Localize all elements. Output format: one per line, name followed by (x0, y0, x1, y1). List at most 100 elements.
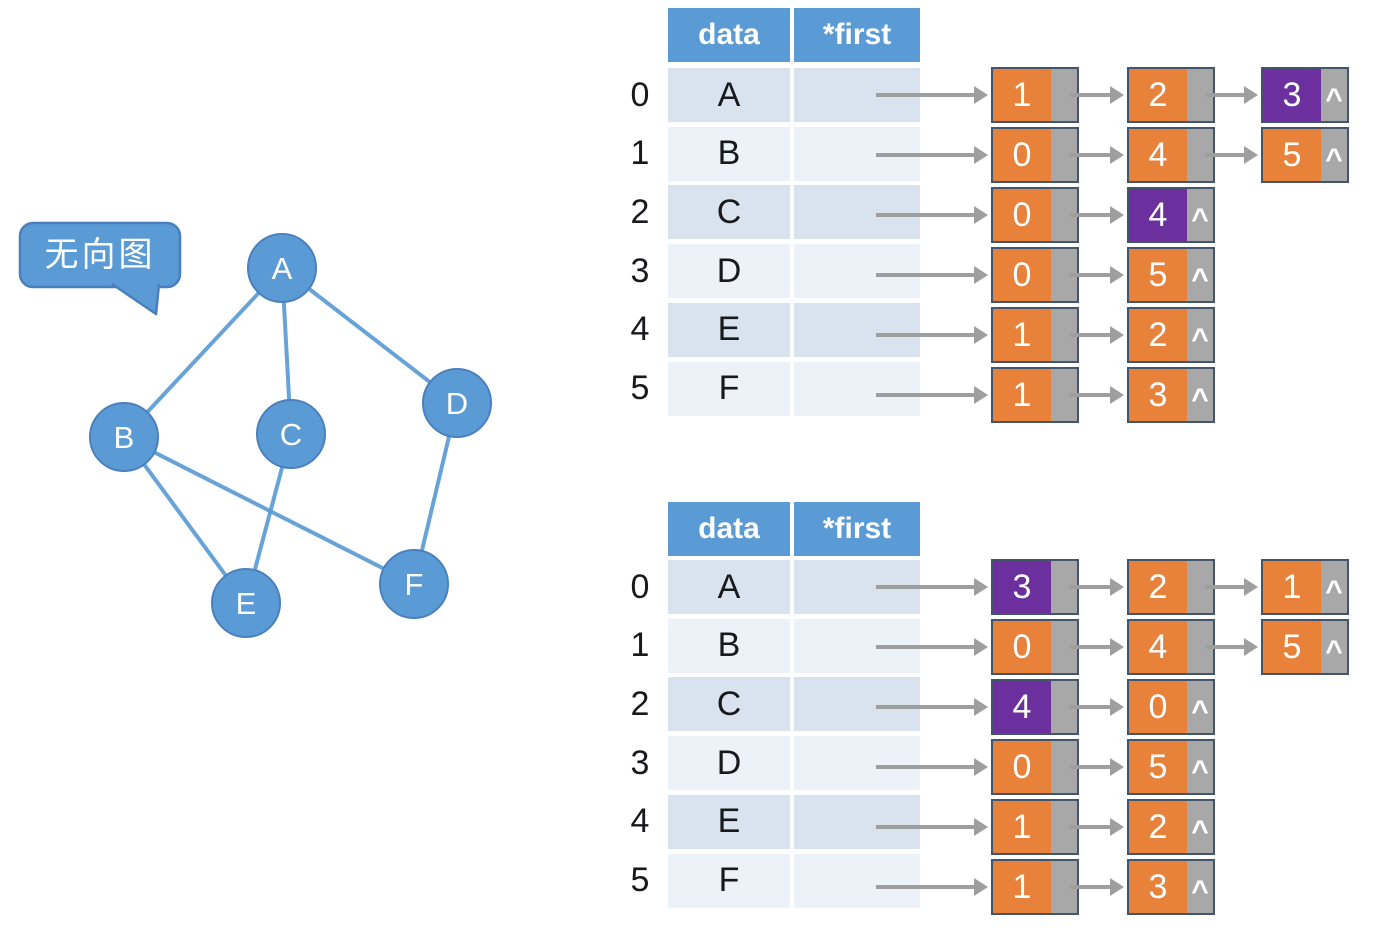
arrow-head-icon (1110, 638, 1124, 656)
column-header-first: *first (794, 8, 920, 62)
data-cell: B (668, 126, 790, 181)
node-value: 4 (993, 681, 1051, 733)
graph-node-c (256, 399, 326, 469)
arrow-line (1069, 765, 1113, 769)
arrow-line (876, 585, 977, 589)
row-index: 2 (630, 192, 650, 231)
data-cell: A (668, 68, 790, 122)
pointer-arrow (876, 698, 988, 716)
node-value: 1 (1263, 561, 1321, 613)
arrow-line (876, 273, 977, 277)
node-value: 0 (993, 621, 1051, 673)
data-cell: B (668, 618, 790, 673)
list-node: 3^ (1261, 67, 1349, 123)
null-pointer-marker: ^ (1191, 815, 1209, 848)
list-node: 1 (991, 799, 1079, 855)
arrow-line (1205, 93, 1247, 97)
row-index: 4 (630, 802, 650, 841)
node-value: 2 (1129, 69, 1187, 121)
graph-node-b (89, 402, 159, 472)
null-pointer-marker: ^ (1191, 323, 1209, 356)
null-pointer-marker: ^ (1325, 83, 1343, 116)
arrow-head-icon (1110, 698, 1124, 716)
node-next-pointer (1051, 686, 1077, 738)
pointer-arrow (876, 386, 988, 404)
node-value: 0 (993, 189, 1051, 241)
node-next-pointer (1051, 566, 1077, 618)
arrow-head-icon (974, 578, 988, 596)
arrow-line (876, 885, 977, 889)
pointer-arrow (1069, 638, 1124, 656)
null-pointer-marker: ^ (1191, 875, 1209, 908)
pointer-arrow (1069, 266, 1124, 284)
arrow-head-icon (974, 878, 988, 896)
arrow-head-icon (974, 758, 988, 776)
null-pointer-marker: ^ (1191, 203, 1209, 236)
arrow-line (1205, 585, 1247, 589)
node-value: 2 (1129, 561, 1187, 613)
list-node: 5^ (1261, 619, 1349, 675)
list-node: 1^ (1261, 559, 1349, 615)
node-next-pointer (1051, 254, 1077, 306)
data-cell: D (668, 244, 790, 299)
pointer-arrow (1205, 638, 1258, 656)
node-value: 3 (1263, 69, 1321, 121)
column-header-first: *first (794, 502, 920, 556)
pointer-arrow (1069, 386, 1124, 404)
arrow-head-icon (974, 206, 988, 224)
node-value: 4 (1129, 189, 1187, 241)
row-index: 3 (630, 743, 650, 782)
node-value: 5 (1129, 249, 1187, 301)
pointer-arrow (1069, 326, 1124, 344)
null-pointer-marker: ^ (1191, 263, 1209, 296)
list-node: 4 (991, 679, 1079, 735)
first-pointer-cell (794, 361, 920, 416)
pointer-arrow (1205, 146, 1258, 164)
column-header-data: data (668, 8, 790, 62)
node-value: 1 (993, 801, 1051, 853)
node-value: 1 (993, 69, 1051, 121)
speech-bubble-body (18, 221, 182, 289)
arrow-head-icon (974, 638, 988, 656)
list-node: 2 (1127, 67, 1215, 123)
arrow-line (1069, 333, 1113, 337)
arrow-head-icon (1110, 146, 1124, 164)
node-next-pointer (1051, 314, 1077, 366)
arrow-head-icon (974, 266, 988, 284)
arrow-head-icon (974, 146, 988, 164)
node-next-pointer (1051, 134, 1077, 186)
node-next-pointer (1187, 74, 1213, 126)
arrow-head-icon (974, 698, 988, 716)
row-index: 5 (630, 369, 650, 407)
speech-bubble: 无向图 (18, 221, 182, 316)
node-next-pointer (1051, 806, 1077, 858)
pointer-arrow (1069, 818, 1124, 836)
column-header-data: data (668, 502, 790, 556)
arrow-line (876, 213, 977, 217)
node-next-pointer (1187, 566, 1213, 618)
graph-node-label-e: E (236, 586, 257, 621)
list-node: 3^ (1127, 859, 1215, 915)
arrow-head-icon (1244, 146, 1258, 164)
node-next-pointer (1051, 374, 1077, 426)
pointer-arrow (876, 758, 988, 776)
pointer-arrow (1069, 578, 1124, 596)
data-cell: D (668, 736, 790, 791)
row-index: 3 (630, 251, 650, 290)
pointer-arrow (876, 818, 988, 836)
node-next-pointer (1051, 194, 1077, 246)
list-node: 2^ (1127, 799, 1215, 855)
graph-node-label-c: C (280, 417, 302, 452)
list-node: 0 (991, 739, 1079, 795)
first-pointer-cell (794, 853, 920, 908)
pointer-arrow (876, 578, 988, 596)
data-cell: C (668, 185, 790, 240)
arrow-head-icon (974, 326, 988, 344)
list-node: 2 (1127, 559, 1215, 615)
arrow-head-icon (1110, 86, 1124, 104)
arrow-line (1069, 585, 1113, 589)
first-pointer-cell (794, 677, 920, 732)
node-value: 2 (1129, 309, 1187, 361)
graph-node-e (211, 568, 281, 638)
list-node: 5^ (1127, 739, 1215, 795)
